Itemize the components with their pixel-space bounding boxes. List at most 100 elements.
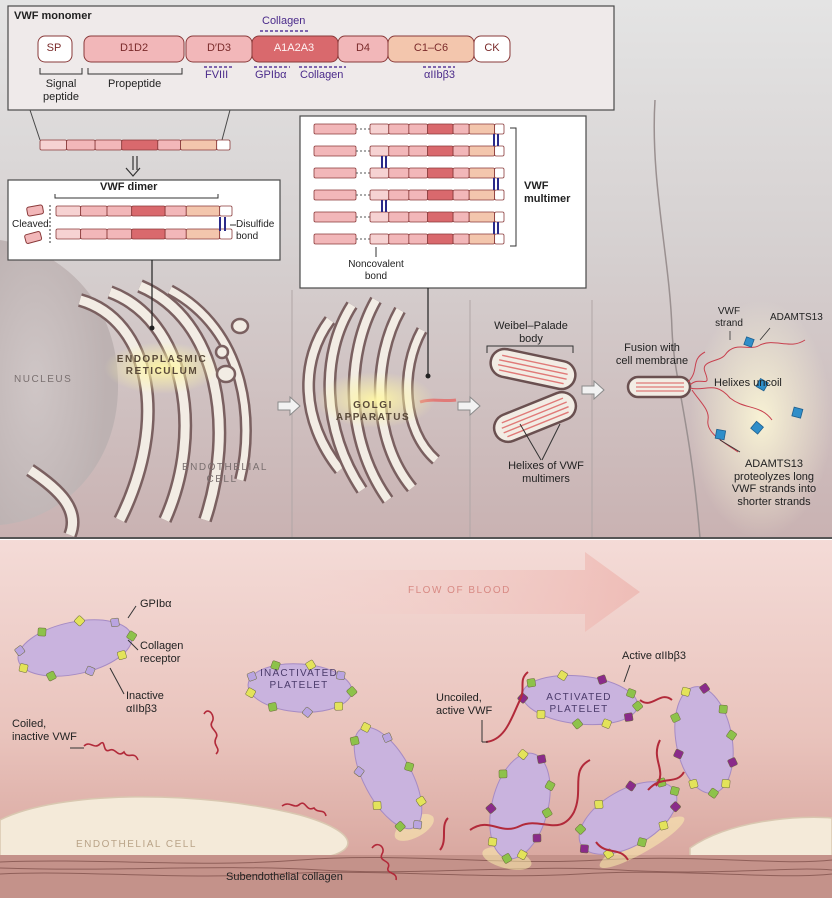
multimer-bar-4-seg-2 [408, 211, 429, 223]
multimer-bar-4-seg-6 [494, 211, 505, 223]
monomer-annotations [39, 68, 183, 75]
multimer-bar-4-seg-5 [468, 211, 496, 223]
dimer-top-seg-1 [80, 205, 108, 217]
dimer-title: VWF dimer [100, 181, 158, 193]
domain-block-d1d2 [83, 35, 185, 63]
uncoiled-vwf-label: Uncoiled,active VWF [436, 692, 493, 717]
uncoiled-vwf [439, 671, 685, 861]
platelet-3-receptor-2 [413, 820, 423, 830]
platelet-6-receptor-2 [517, 849, 528, 860]
multimer-bar-1-seg-4 [452, 145, 470, 157]
disulfide-bond-marker [219, 217, 226, 231]
multimer-bar-5-seg-3 [427, 233, 454, 245]
platelet-7-receptor-3 [637, 837, 647, 848]
multimer-bar-5-seg-2 [408, 233, 429, 245]
multimer-bar-5-seg-6 [494, 233, 505, 245]
platelet-5-receptor-6 [670, 712, 681, 723]
platelet-5-receptor-2 [721, 779, 731, 789]
collagen-bottom-label: Collagen [300, 69, 344, 81]
dimer-bottom-seg-0 [55, 228, 82, 240]
platelet-5-receptor-3 [708, 787, 719, 799]
platelet-7-receptor-0 [669, 786, 680, 796]
platelet-2-inactivated [245, 659, 358, 718]
platelet-4-activated-receptor-3 [572, 718, 583, 730]
dimer-top-seg-4 [164, 205, 187, 217]
multimer-bar-0-seg-1 [388, 123, 410, 135]
multimer-bar-2-seg-2 [408, 167, 429, 179]
nucleus-label: NUCLEUS [14, 374, 73, 385]
multimer-prefix-1 [313, 145, 357, 157]
platelet-5-receptor-4 [688, 779, 699, 789]
multimer-bar-2-seg-6 [494, 167, 505, 179]
multimer-bar-4-seg-0 [369, 211, 390, 223]
endothelial-cell-left [0, 796, 349, 859]
multimer-bar-5-seg-1 [388, 233, 410, 245]
fviii-label: FVIII [205, 69, 229, 81]
multimer-bar-0-seg-2 [408, 123, 429, 135]
coiled-vwf-label: Coiled,inactive VWF [12, 718, 77, 743]
platelet-3-receptor-3 [394, 821, 406, 832]
dimer-top-seg-2 [106, 205, 133, 217]
multimer-bar-3-seg-6 [494, 189, 505, 201]
adamts13-label: ADAMTS13 [770, 312, 823, 323]
multimer-bar-0-seg-6 [494, 123, 505, 135]
platelet-5-receptor-9 [718, 704, 728, 714]
platelet-7-receptor-6 [575, 823, 586, 835]
platelet-2-inactivated-receptor-1 [334, 701, 343, 711]
source-bar-seg-5 [180, 139, 218, 151]
platelet-6-receptor-4 [487, 837, 498, 847]
platelet-1-receptor-8 [110, 617, 120, 627]
cell-membrane [653, 99, 701, 539]
multimer-bar-1-seg-5 [468, 145, 496, 157]
multimer-prefix-4 [313, 211, 357, 223]
fusing-body [626, 375, 692, 399]
multimer-bar-5-seg-0 [369, 233, 390, 245]
subendothelial-layer [0, 855, 832, 898]
dimer-top-seg-5 [185, 205, 221, 217]
propeptide-label: Propeptide [108, 78, 162, 90]
multimer-bar-4-seg-1 [388, 211, 410, 223]
weibel-palade-body-1 [489, 347, 577, 391]
endoplasmic-reticulum [26, 279, 252, 538]
platelet-6-receptor-7 [517, 749, 529, 760]
platelet-4-activated-receptor-6 [526, 678, 536, 688]
weibel-palade-body-2 [492, 390, 578, 444]
er-vesicles [214, 317, 250, 384]
platelet-5 [670, 683, 738, 799]
multimer-prefix-5 [313, 233, 357, 245]
progression-arrows [277, 379, 605, 417]
multimer-bar-4-seg-3 [427, 211, 454, 223]
platelet-4-activated-receptor-7 [557, 670, 568, 681]
platelet-3-receptor-5 [353, 766, 365, 777]
multimer-bar-0-seg-3 [427, 123, 454, 135]
multimer-bar-1-seg-0 [369, 145, 390, 157]
dimer-bottom-seg-2 [106, 228, 133, 240]
domain-sp: SP [46, 42, 62, 54]
platelet-1-receptor-2 [85, 665, 96, 676]
domain-d4: D4 [355, 42, 371, 54]
platelet-6-receptor-6 [498, 769, 508, 779]
domain-block-sp [37, 35, 73, 63]
multimer-bar-0-seg-4 [452, 123, 470, 135]
flow-arrow [300, 552, 640, 632]
active-integrin-label: Active αIIbβ3 [622, 650, 687, 662]
dimer-top-seg-6 [219, 205, 233, 217]
dimer-down-arrow [125, 156, 141, 177]
multimer-bar-1-seg-2 [408, 145, 429, 157]
platelet-5-receptor-7 [680, 686, 691, 697]
source-bar-seg-0 [39, 139, 68, 151]
multimer-prefix-2 [313, 167, 357, 179]
multimer-bar-3-seg-0 [369, 189, 390, 201]
endothelial-cell-right [689, 816, 832, 861]
platelet-6 [482, 749, 556, 870]
platelet-7 [575, 777, 685, 869]
